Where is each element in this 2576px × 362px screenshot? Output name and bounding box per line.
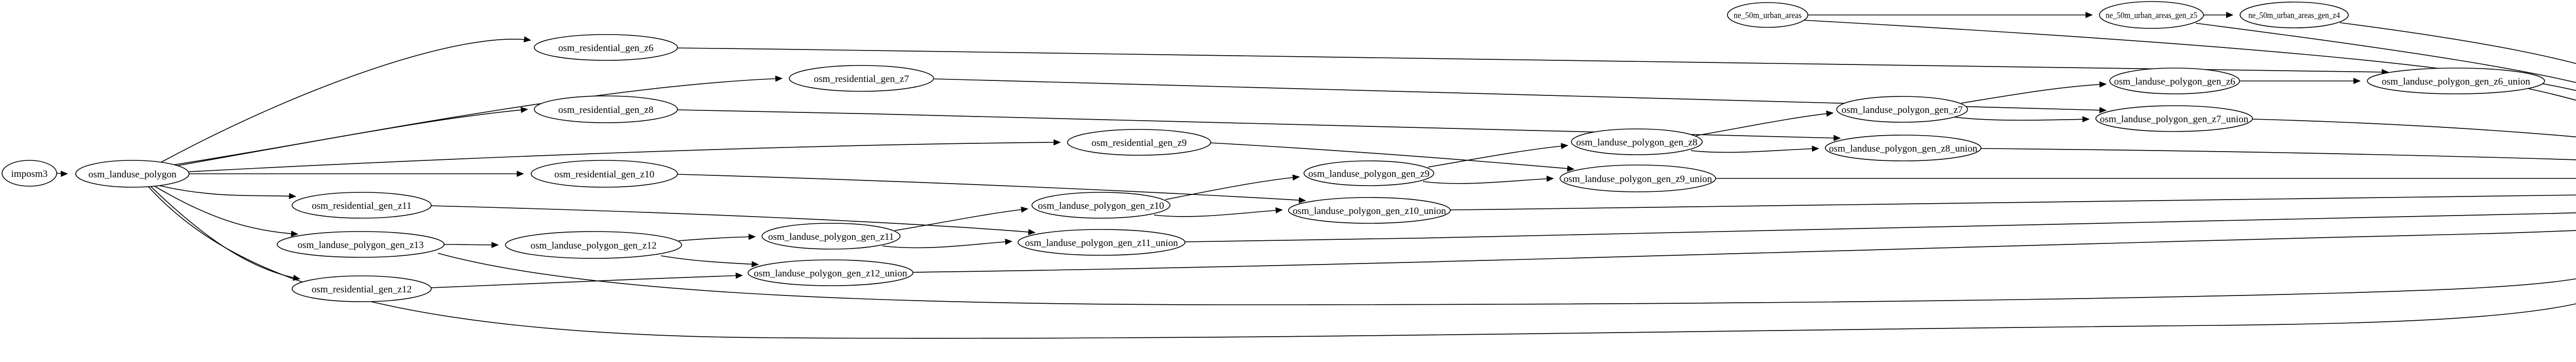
node-osm_residential_gen_z12: osm_residential_gen_z12 (292, 275, 432, 302)
edge-z6_union-layer_z6 (2528, 88, 2576, 101)
node-osm_residential_gen_z6: osm_residential_gen_z6 (534, 34, 678, 61)
edge-z11_union-layer_z11 (1184, 212, 2576, 242)
node-ne_50m_urban_areas_gen_z5: ne_50m_urban_areas_gen_z5 (2099, 1, 2204, 29)
svg-text:osm_landuse_polygon_gen_z7_uni: osm_landuse_polygon_gen_z7_union (2100, 114, 2249, 125)
svg-text:osm_residential_gen_z9: osm_residential_gen_z9 (1092, 138, 1187, 149)
svg-text:osm_residential_gen_z11: osm_residential_gen_z11 (312, 201, 411, 211)
node-osm_residential_gen_z7: osm_residential_gen_z7 (789, 65, 934, 92)
edge-gen_z10-z10_union (1154, 207, 1283, 217)
edge-res_z11-z11_union (431, 205, 1036, 235)
svg-text:osm_landuse_polygon_gen_z7: osm_landuse_polygon_gen_z7 (1841, 105, 1962, 116)
svg-text:osm_landuse_polygon: osm_landuse_polygon (89, 169, 177, 180)
edge-polygon-gen_z13 (154, 186, 298, 237)
node-ne_50m_urban_areas: ne_50m_urban_areas (1727, 2, 1808, 28)
svg-text:osm_landuse_polygon_gen_z11: osm_landuse_polygon_gen_z11 (768, 232, 894, 242)
svg-text:osm_landuse_polygon_gen_z12_un: osm_landuse_polygon_gen_z12_union (754, 268, 907, 279)
svg-text:osm_residential_gen_z6: osm_residential_gen_z6 (558, 43, 654, 54)
edge-gen_z13-gen_z12 (444, 241, 499, 248)
node-osm_landuse_polygon_gen_z11: osm_landuse_polygon_gen_z11 (761, 223, 901, 250)
svg-text:osm_landuse_polygon_gen_z10_un: osm_landuse_polygon_gen_z10_union (1293, 206, 1446, 217)
svg-text:osm_landuse_polygon_gen_z11_un: osm_landuse_polygon_gen_z11_union (1025, 238, 1178, 249)
edge-gen_z11-gen_z10 (894, 206, 1028, 231)
edge-ne_gen_z5-layer_z5 (2195, 23, 2576, 83)
node-osm_landuse_polygon_gen_z7: osm_landuse_polygon_gen_z7 (1836, 96, 1968, 123)
edge-gen_z9-z9_union (1422, 175, 1554, 184)
edge-polygon-res_z7 (175, 75, 783, 167)
node-osm_landuse_polygon_gen_z6_union: osm_landuse_polygon_gen_z6_union (2367, 68, 2545, 94)
edge-res_z12-z12_union (431, 272, 743, 288)
svg-text:osm_residential_gen_z10: osm_residential_gen_z10 (554, 169, 654, 180)
node-osm_landuse_polygon_gen_z6: osm_landuse_polygon_gen_z6 (2109, 68, 2240, 94)
edge-gen_z13-layer_z13 (437, 253, 2576, 305)
edge-gen_z7-gen_z6 (1961, 81, 2107, 104)
svg-text:osm_landuse_polygon_gen_z9: osm_landuse_polygon_gen_z9 (1308, 169, 1429, 179)
svg-text:osm_landuse_polygon_gen_z10: osm_landuse_polygon_gen_z10 (1038, 201, 1164, 211)
edge-gen_z8-z8_union (1690, 145, 1819, 153)
edge-ne_gen_z4-layer_z4 (2340, 22, 2576, 64)
node-imposm3: imposm3 (2, 160, 57, 187)
svg-text:imposm3: imposm3 (11, 169, 48, 179)
node-osm_landuse_polygon: osm_landuse_polygon (75, 160, 190, 188)
svg-text:osm_residential_gen_z12: osm_residential_gen_z12 (312, 284, 412, 295)
svg-text:osm_landuse_polygon_gen_z6: osm_landuse_polygon_gen_z6 (2114, 76, 2235, 87)
node-ne_50m_urban_areas_gen_z4: ne_50m_urban_areas_gen_z4 (2240, 2, 2349, 28)
svg-text:ne_50m_urban_areas_gen_z4: ne_50m_urban_areas_gen_z4 (2248, 10, 2340, 20)
edge-polygon-res_z8 (172, 107, 528, 166)
node-osm_landuse_polygon_gen_z12_union: osm_landuse_polygon_gen_z12_union (748, 259, 913, 286)
edge-gen_z12-gen_z11 (678, 234, 756, 241)
edge-imposm3-osm_landuse_polygon (56, 170, 68, 177)
node-osm_landuse_polygon_gen_z10: osm_landuse_polygon_gen_z10 (1031, 192, 1171, 219)
node-osm_landuse_polygon_gen_z12: osm_landuse_polygon_gen_z12 (505, 231, 682, 259)
node-osm_landuse_polygon_gen_z7_union: osm_landuse_polygon_gen_z7_union (2095, 105, 2253, 132)
node-osm_landuse_polygon_gen_z9: osm_landuse_polygon_gen_z9 (1303, 160, 1434, 186)
svg-text:osm_landuse_polygon_gen_z8_uni: osm_landuse_polygon_gen_z8_union (1829, 143, 1978, 154)
node-osm_residential_gen_z8: osm_residential_gen_z8 (534, 95, 678, 123)
node-osm_residential_gen_z10: osm_residential_gen_z10 (531, 160, 678, 188)
edge-polygon-res_z11 (159, 185, 296, 200)
svg-text:osm_landuse_polygon_gen_z6_uni: osm_landuse_polygon_gen_z6_union (2382, 76, 2531, 87)
svg-text:osm_residential_gen_z7: osm_residential_gen_z7 (814, 74, 909, 85)
edge-polygon-res_z6 (160, 36, 531, 163)
edge-gen_z12-z12_union (660, 255, 759, 268)
edge-z8_union-layer_z8 (1980, 148, 2576, 160)
svg-text:osm_residential_gen_z8: osm_residential_gen_z8 (558, 105, 654, 116)
edge-gen_z10-gen_z9 (1165, 174, 1300, 200)
svg-text:osm_landuse_polygon_gen_z9_uni: osm_landuse_polygon_gen_z9_union (1564, 174, 1713, 185)
node-osm_residential_gen_z11: osm_residential_gen_z11 (292, 192, 432, 219)
svg-text:ne_50m_urban_areas: ne_50m_urban_areas (1734, 10, 1802, 20)
edge-res_z6-z6_union (677, 47, 2389, 75)
svg-text:osm_landuse_polygon_gen_z12: osm_landuse_polygon_gen_z12 (531, 240, 657, 251)
node-osm_landuse_polygon_gen_z9_union: osm_landuse_polygon_gen_z9_union (1560, 164, 1716, 192)
edge-polygon-res_z9 (189, 139, 1061, 172)
svg-text:osm_landuse_polygon_gen_z13: osm_landuse_polygon_gen_z13 (298, 240, 424, 251)
edge-res_z9-z9_union (1210, 142, 1574, 172)
edge-gen_z11-z11_union (882, 238, 1012, 249)
svg-text:ne_50m_urban_areas_gen_z5: ne_50m_urban_areas_gen_z5 (2106, 10, 2197, 20)
edge-gen_z7-z7_union (1954, 116, 2090, 123)
node-osm_residential_gen_z9: osm_residential_gen_z9 (1067, 129, 1211, 156)
node-osm_landuse_polygon_gen_z10_union: osm_landuse_polygon_gen_z10_union (1288, 197, 1451, 224)
edge-ne-layer_z6 (1802, 20, 2576, 91)
svg-text:osm_landuse_polygon_gen_z8: osm_landuse_polygon_gen_z8 (1576, 137, 1697, 148)
edge-res_z10-z10_union (677, 174, 1306, 204)
edge-z10_union-layer_z10 (1450, 194, 2576, 210)
edge-gen_z9-gen_z8 (1428, 143, 1568, 168)
node-osm_landuse_polygon_gen_z8_union: osm_landuse_polygon_gen_z8_union (1825, 135, 1981, 161)
edge-z12_union-layer_z12 (912, 230, 2576, 273)
edge-polygon-layer_z14 (147, 186, 2576, 339)
node-osm_landuse_polygon_gen_z13: osm_landuse_polygon_gen_z13 (277, 231, 445, 258)
edge-z7_union-layer_z7 (2252, 119, 2576, 138)
node-osm_landuse_polygon_gen_z11_union: osm_landuse_polygon_gen_z11_union (1018, 229, 1185, 256)
node-osm_landuse_polygon_gen_z8: osm_landuse_polygon_gen_z8 (1571, 128, 1703, 155)
edge-polygon-res_z12 (150, 186, 300, 281)
edge-gen_z8-gen_z7 (1696, 110, 1834, 136)
